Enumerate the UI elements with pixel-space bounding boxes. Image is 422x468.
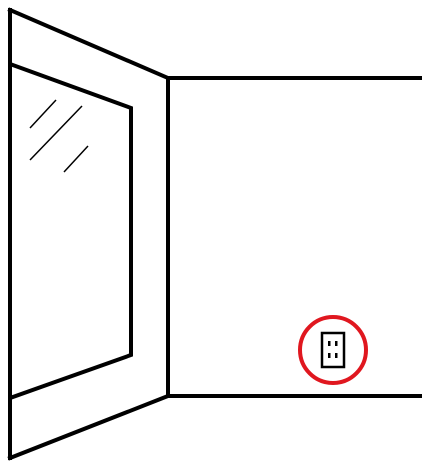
outlet-highlight-circle xyxy=(298,315,368,385)
outlet-slot xyxy=(335,341,338,346)
reflection-line xyxy=(29,105,83,161)
back-wall xyxy=(168,76,422,398)
outlet-receptacles xyxy=(328,341,338,358)
window-frame xyxy=(8,61,133,401)
reflection-line xyxy=(63,145,89,173)
wall-outlet xyxy=(298,315,368,385)
window-reflection-lines xyxy=(29,99,89,173)
outlet-slot xyxy=(328,341,331,346)
outlet-slot xyxy=(335,353,338,358)
left-wall-top-edge xyxy=(7,7,171,81)
outlet-plate xyxy=(320,331,346,369)
window xyxy=(8,61,133,401)
left-wall-bottom-edge xyxy=(7,393,171,461)
reflection-line xyxy=(29,99,57,129)
outlet-slot xyxy=(328,353,331,358)
